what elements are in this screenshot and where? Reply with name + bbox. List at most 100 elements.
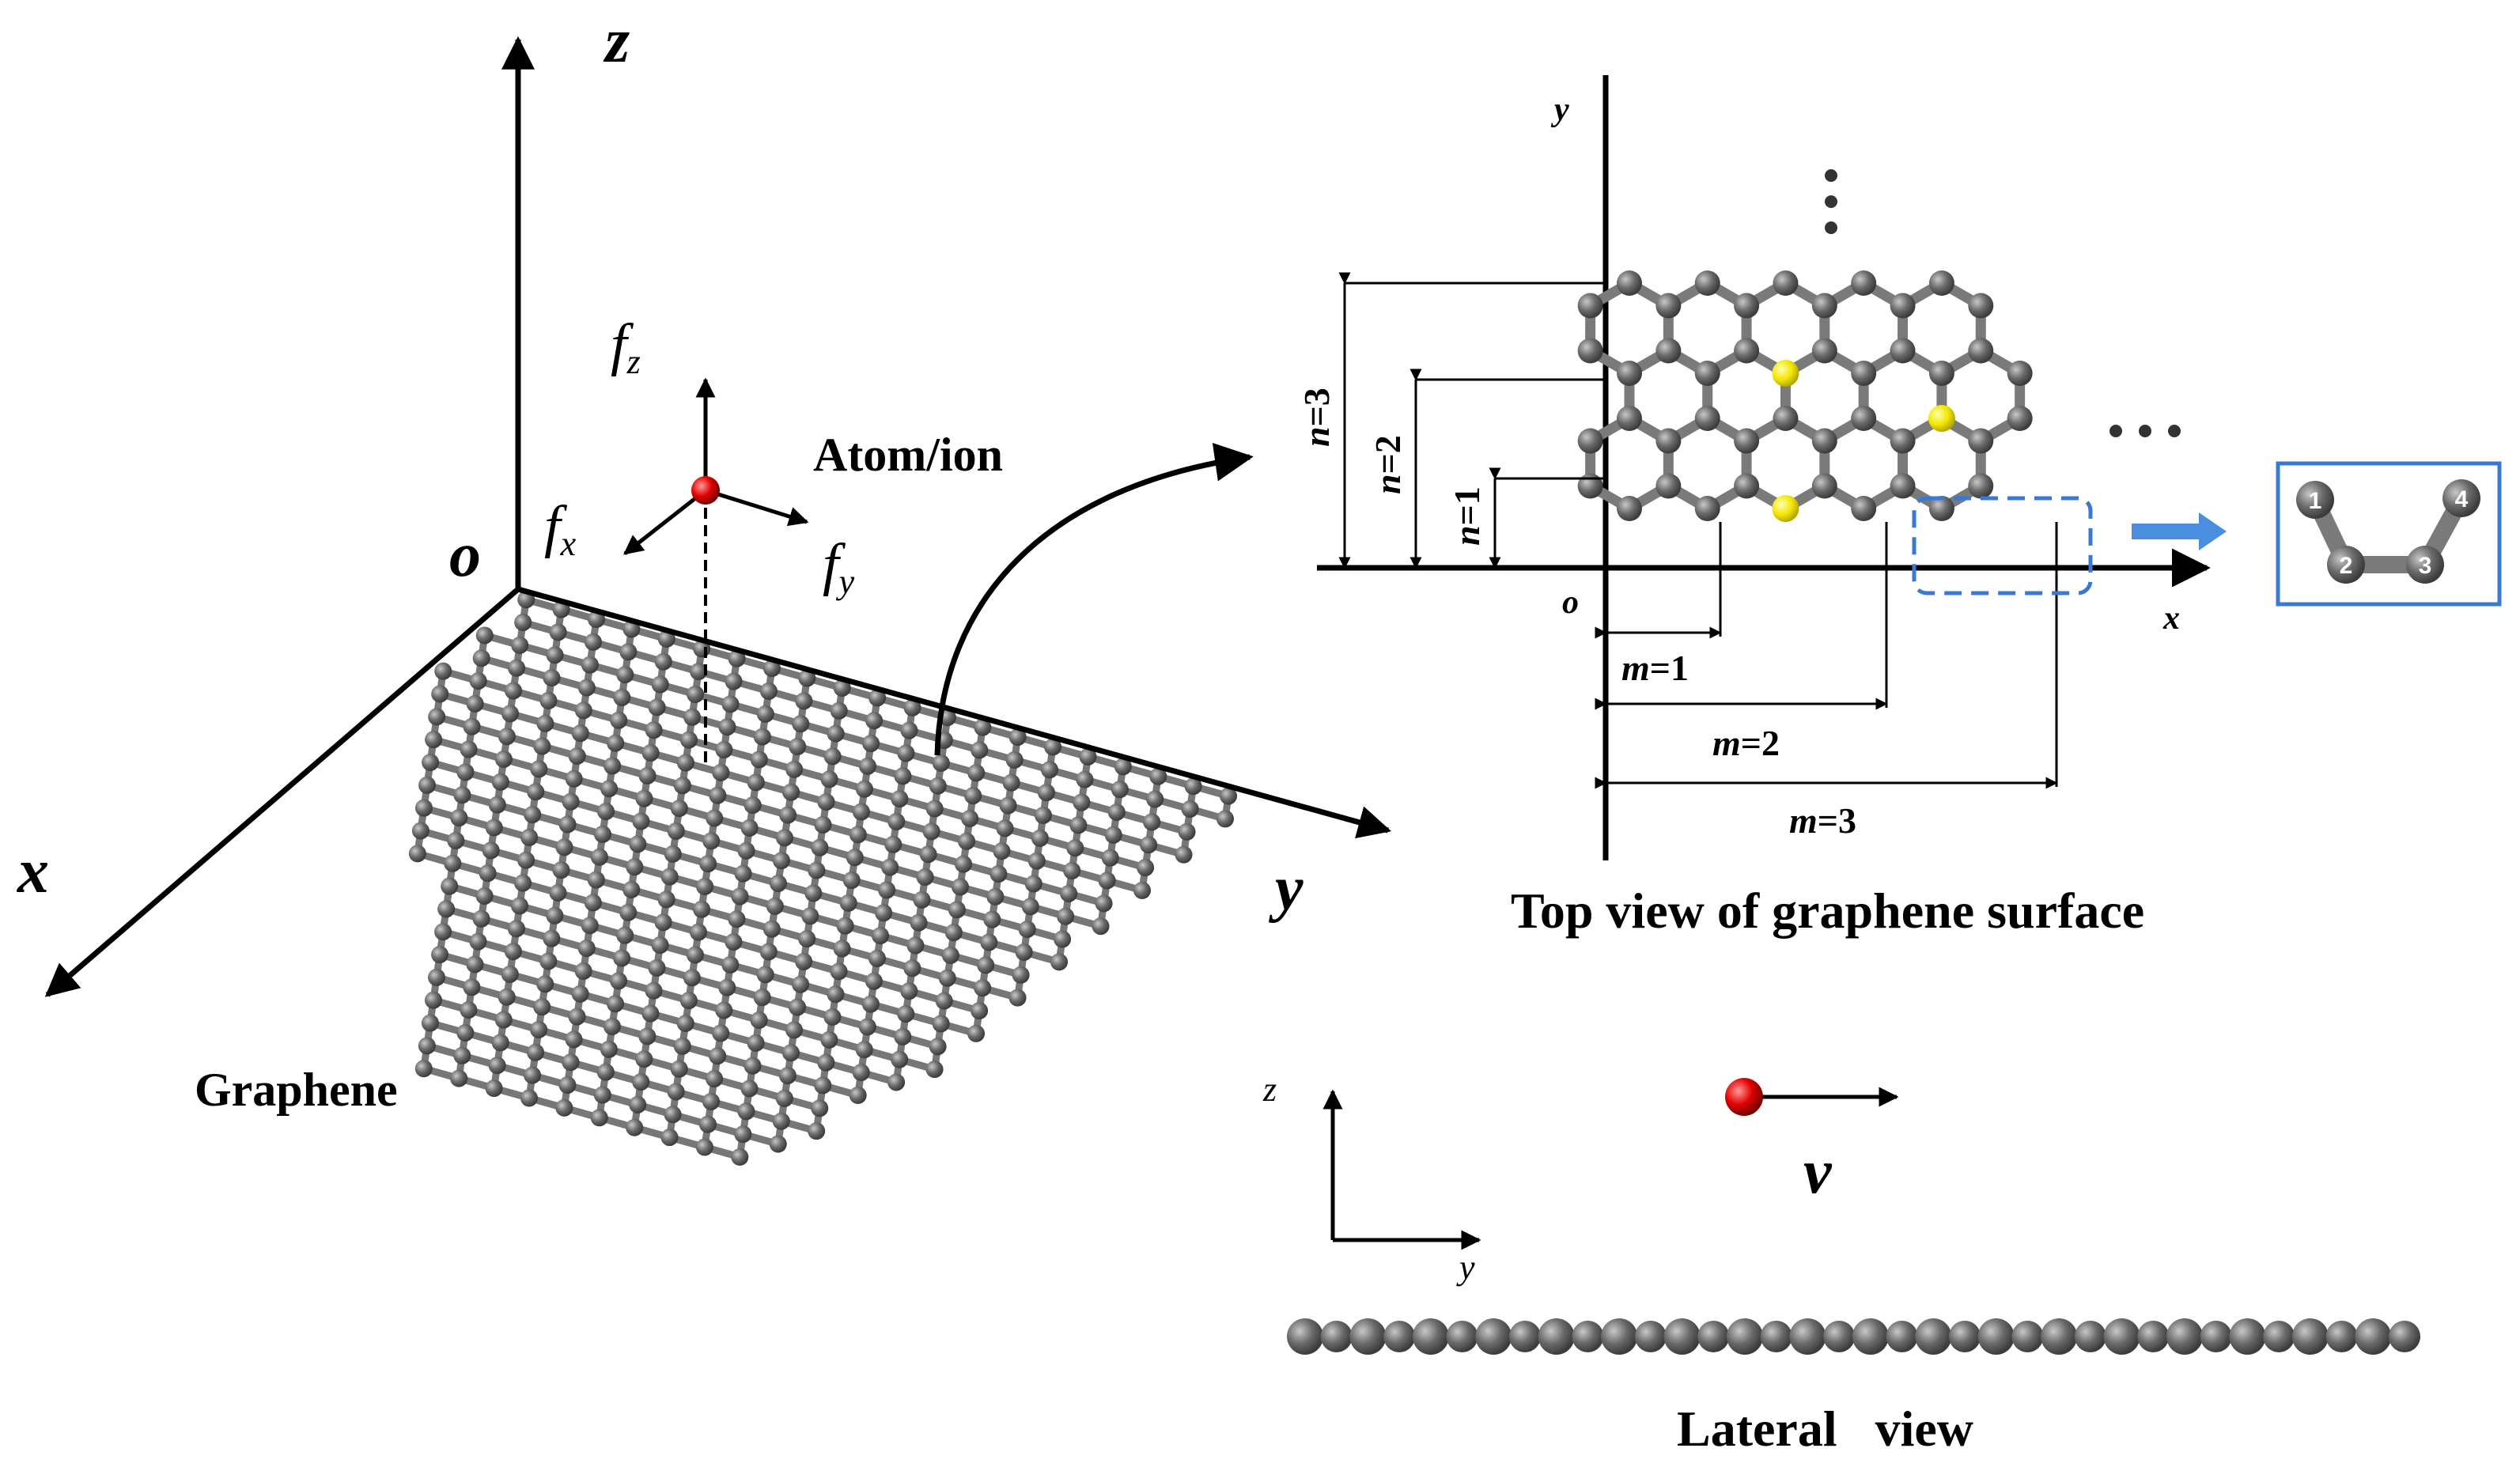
sheet-carbon-atom [683, 708, 702, 726]
sheet-carbon-atom [1149, 767, 1167, 785]
top-carbon-atom [1890, 473, 1916, 499]
sheet-carbon-atom [434, 923, 452, 941]
sheet-carbon-atom [673, 1037, 691, 1055]
sheet-carbon-atom [1066, 839, 1084, 857]
sheet-carbon-atom [778, 1067, 796, 1085]
sheet-carbon-atom [514, 874, 532, 892]
unit-highlight-box [1912, 496, 2093, 595]
sheet-carbon-atom [1140, 836, 1158, 854]
sheet-carbon-atom [811, 1099, 829, 1117]
sheet-carbon-atom [1012, 966, 1030, 984]
sheet-carbon-atom [852, 1064, 870, 1082]
sheet-carbon-atom [577, 940, 596, 958]
top-carbon-atom [1851, 270, 1877, 296]
lateral-carbon-atom [1977, 1318, 2015, 1355]
lateral-carbon-atom [2137, 1321, 2170, 1352]
sheet-carbon-atom [539, 952, 558, 970]
sheet-carbon-atom [629, 835, 647, 853]
sheet-carbon-atom [808, 1122, 826, 1140]
sheet-carbon-atom [820, 1030, 838, 1049]
lateral-carbon-atom [1320, 1321, 1353, 1352]
sheet-carbon-atom [725, 672, 743, 690]
sheet-carbon-atom [619, 643, 638, 661]
sheet-carbon-atom [1178, 822, 1196, 841]
sheet-carbon-atom [846, 849, 864, 867]
sheet-carbon-atom [750, 1011, 768, 1030]
top-carbon-atom [1851, 406, 1877, 431]
lateral-carbon-atom [1446, 1321, 1478, 1352]
moving-atom [1725, 1078, 1763, 1116]
sheet-carbon-atom [501, 965, 519, 983]
lateral-carbon-atom [2291, 1318, 2329, 1355]
sheet-carbon-atom [543, 669, 561, 687]
zoom-arrow [934, 442, 1254, 756]
sheet-carbon-atom [1031, 829, 1049, 847]
top-carbon-atom [1655, 338, 1682, 364]
sheet-carbon-atom [517, 851, 535, 869]
lateral-carbon-atom [1852, 1318, 1889, 1355]
sheet-carbon-atom [693, 900, 711, 918]
sheet-carbon-atom [520, 828, 539, 846]
sheet-carbon-atom [679, 992, 698, 1010]
sheet-carbon-atom [996, 819, 1014, 837]
top-view-bonds [1585, 278, 2026, 513]
sheet-carbon-atom [460, 740, 478, 758]
top-carbon-atom [1577, 428, 1603, 454]
lateral-y-label: y [1456, 1248, 1475, 1287]
sheet-carbon-atom [900, 721, 918, 739]
sheet-carbon-atom [744, 796, 762, 815]
lateral-carbon-atom [2325, 1321, 2358, 1352]
sheet-carbon-atom [441, 877, 459, 895]
top-carbon-atom [1811, 473, 1837, 499]
unit-box [2276, 461, 2502, 607]
sheet-carbon-atom [772, 852, 790, 870]
top-origin-label: o [1562, 584, 1579, 621]
sheet-carbon-atom [527, 1043, 545, 1061]
sheet-carbon-atom [900, 982, 918, 1000]
sheet-carbon-atom [539, 691, 558, 709]
sheet-carbon-atom [1181, 800, 1199, 819]
sheet-carbon-atom [590, 1109, 608, 1127]
sheet-carbon-atom [1008, 989, 1027, 1007]
y-axis-label: y [1268, 854, 1304, 924]
sheet-carbon-atom [859, 757, 876, 775]
sheet-carbon-atom [1054, 930, 1072, 948]
sheet-carbon-atom [1050, 953, 1069, 971]
lateral-carbon-atom [2355, 1318, 2392, 1355]
sheet-carbon-atom [971, 741, 989, 759]
top-carbon-atom [1734, 428, 1760, 454]
sheet-carbon-atom [1079, 747, 1097, 766]
lateral-carbon-atom [2200, 1321, 2232, 1352]
sheet-carbon-atom [744, 1057, 762, 1075]
sheet-carbon-atom [769, 1135, 787, 1153]
top-carbon-atom [1890, 293, 1916, 319]
sheet-carbon-atom [453, 786, 471, 804]
sheet-carbon-atom [1107, 803, 1126, 821]
sheet-carbon-atom [501, 705, 519, 723]
sheet-carbon-atom [549, 623, 567, 641]
sheet-carbon-atom [897, 744, 915, 762]
top-carbon-atom [1811, 338, 1837, 364]
sheet-carbon-atom [878, 881, 896, 899]
lateral-carbon-atom [1634, 1321, 1667, 1352]
sheet-carbon-atom [798, 930, 816, 948]
sheet-carbon-atom [1137, 859, 1155, 877]
lateral-carbon-atom [1601, 1318, 1638, 1355]
sheet-carbon-atom [842, 872, 861, 890]
sheet-carbon-atom [510, 897, 528, 915]
top-carbon-atom [1655, 473, 1682, 499]
top-carbon-atom [1577, 473, 1603, 499]
sheet-carbon-atom [712, 1024, 730, 1042]
sheet-carbon-atom [463, 978, 481, 996]
sheet-carbon-atom [696, 878, 714, 896]
sheet-carbon-atom [546, 906, 564, 924]
sheet-carbon-atom [858, 1018, 876, 1036]
sheet-carbon-atom [772, 1112, 790, 1130]
sheet-carbon-atom [795, 692, 813, 710]
sheet-carbon-atom [596, 1063, 615, 1081]
sheet-carbon-atom [1057, 907, 1075, 925]
sheet-carbon-atom [731, 1148, 749, 1166]
sheet-carbon-atom [833, 679, 851, 697]
top-carbon-atom [1694, 361, 1720, 386]
sheet-carbon-atom [527, 783, 545, 801]
